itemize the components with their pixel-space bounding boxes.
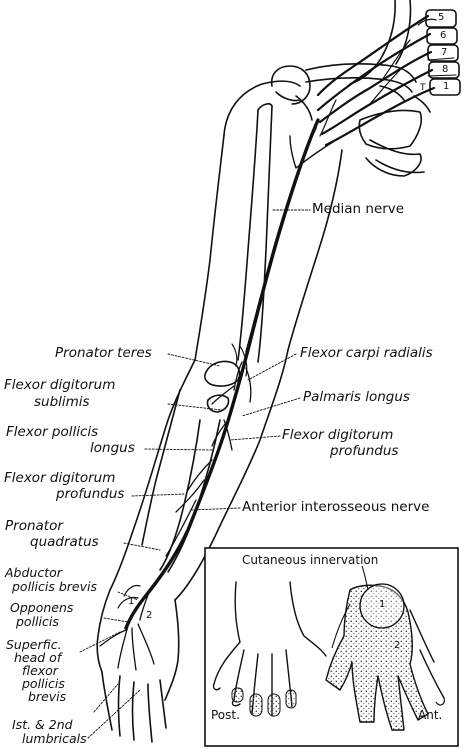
label-superfic-head-3: flexor [22, 663, 58, 678]
label-pronator-quadratus-2: quadratus [30, 534, 99, 550]
label-pronator-teres: Pronator teres [55, 345, 152, 361]
label-flexor-pollicis-longus-1: Flexor pollicis [6, 424, 99, 440]
spine-level-7: 7 [441, 47, 448, 58]
spine-level-8: 8 [442, 64, 449, 75]
label-abductor-pollicis-brevis-2: pollicis brevis [12, 579, 97, 594]
label-superfic-head-4: pollicis [22, 676, 65, 691]
label-lumbricals-1: Ist. & 2nd [12, 717, 73, 732]
upper-arm-outline [194, 80, 343, 363]
spine-level-6: 6 [440, 30, 447, 41]
label-flexor-pollicis-longus-2: longus [90, 440, 135, 456]
thoracic-letter: T [420, 83, 426, 93]
spine-level-5: 5 [438, 12, 445, 23]
label-palmaris-longus: Palmaris longus [303, 389, 410, 405]
label-flexor-digitorum-profundus-right-1: Flexor digitorum [282, 427, 394, 443]
label-flexor-digitorum-profundus-right-2: profundus [330, 443, 399, 459]
inset-label-posterior: Post. [211, 708, 240, 722]
hand-outline [96, 584, 180, 743]
leader-lines [79, 209, 311, 739]
anterior-hand [325, 565, 445, 731]
inset-zone-2: 2 [394, 640, 401, 651]
label-superfic-head-2: head of [14, 650, 62, 665]
cervical-vertebrae [417, 9, 461, 96]
label-abductor-pollicis-brevis-1: Abductor [5, 565, 62, 580]
median-nerve-branches [99, 361, 252, 671]
label-median-nerve: Median nerve [312, 201, 405, 217]
label-flexor-digitorum-sublimis-1: Flexor digitorum [4, 377, 116, 393]
label-superfic-head-5: brevis [28, 689, 67, 704]
inset-title: Cutaneous innervation [242, 553, 379, 567]
cutaneous-innervation-inset [204, 547, 459, 747]
label-opponens-pollicis-1: Opponens [10, 600, 74, 615]
label-opponens-pollicis-2: pollicis [16, 614, 59, 629]
label-pronator-quadratus-1: Pronator [5, 518, 63, 534]
label-flexor-carpi-radialis: Flexor carpi radialis [300, 345, 433, 361]
label-flexor-digitorum-sublimis-2: sublimis [34, 394, 90, 410]
brachial-plexus [316, 14, 436, 147]
shoulder-bones [305, 0, 431, 177]
hand-marker-2: 2 [146, 610, 153, 621]
label-superfic-head-1: Superfic. [6, 637, 62, 652]
spine-level-t1: 1 [443, 81, 450, 92]
inset-zone-1: 1 [379, 599, 386, 610]
label-flexor-digitorum-profundus-left-1: Flexor digitorum [4, 470, 116, 486]
posterior-fingertip-zones [231, 687, 297, 717]
label-lumbricals-2: lumbricals [22, 731, 87, 746]
hand-marker-1: 1 [128, 596, 135, 607]
inset-label-anterior: Ant. [418, 708, 443, 722]
forearm-outline [109, 349, 289, 601]
label-anterior-interosseous-nerve: Anterior interosseous nerve [242, 499, 430, 515]
label-flexor-digitorum-profundus-left-2: profundus [56, 486, 125, 502]
humeral-head [270, 65, 313, 121]
